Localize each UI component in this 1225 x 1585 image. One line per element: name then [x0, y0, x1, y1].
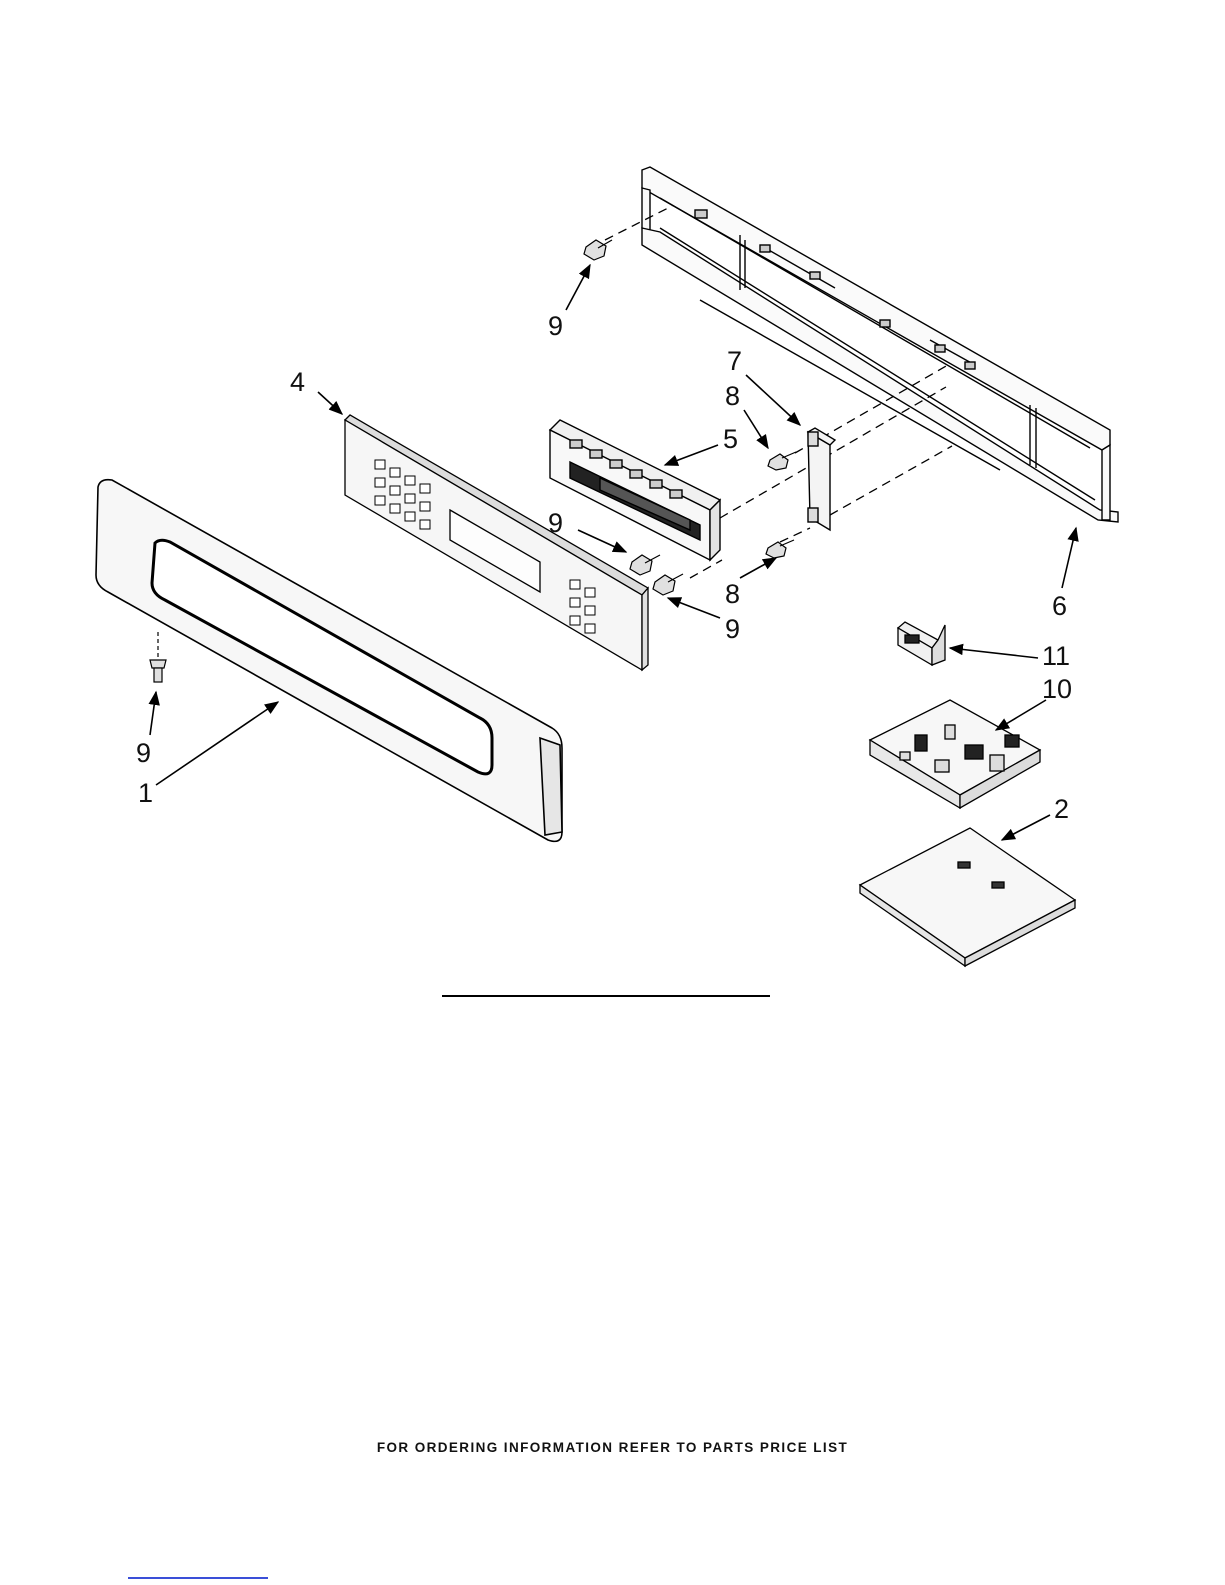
callout-8-top: 8 — [725, 381, 740, 411]
callout-2: 2 — [1054, 794, 1069, 824]
electronic-control-part-5 — [550, 420, 720, 560]
relay-board-part-10 — [870, 700, 1040, 808]
callout-9-mid-b: 9 — [725, 614, 740, 644]
callout-11: 11 — [1042, 641, 1070, 671]
screw-part-9-left — [150, 632, 166, 682]
screw-part-8-top — [768, 452, 796, 470]
callout-9-mid-a: 9 — [548, 508, 563, 538]
sensor-part-11 — [898, 622, 945, 665]
callout-5: 5 — [723, 424, 738, 454]
rear-bracket-part-6 — [642, 167, 1118, 522]
callout-8-bottom: 8 — [725, 579, 740, 609]
cover-plate-part-2 — [860, 828, 1075, 966]
screw-part-9-top — [584, 240, 612, 260]
callout-1: 1 — [138, 778, 153, 808]
screw-part-9-mid-a — [630, 555, 660, 575]
callout-7: 7 — [727, 346, 742, 376]
screw-part-9-mid-b — [653, 574, 683, 595]
callout-9-left: 9 — [136, 738, 151, 768]
callout-9-top: 9 — [548, 311, 563, 341]
bottom-link-underline[interactable] — [128, 1577, 268, 1579]
callout-10: 10 — [1042, 674, 1072, 704]
screw-part-8-bottom — [766, 540, 794, 558]
ordering-info-footer: FOR ORDERING INFORMATION REFER TO PARTS … — [0, 1440, 1225, 1455]
callout-4: 4 — [290, 367, 305, 397]
separator-line — [442, 995, 770, 997]
callout-6: 6 — [1052, 591, 1067, 621]
